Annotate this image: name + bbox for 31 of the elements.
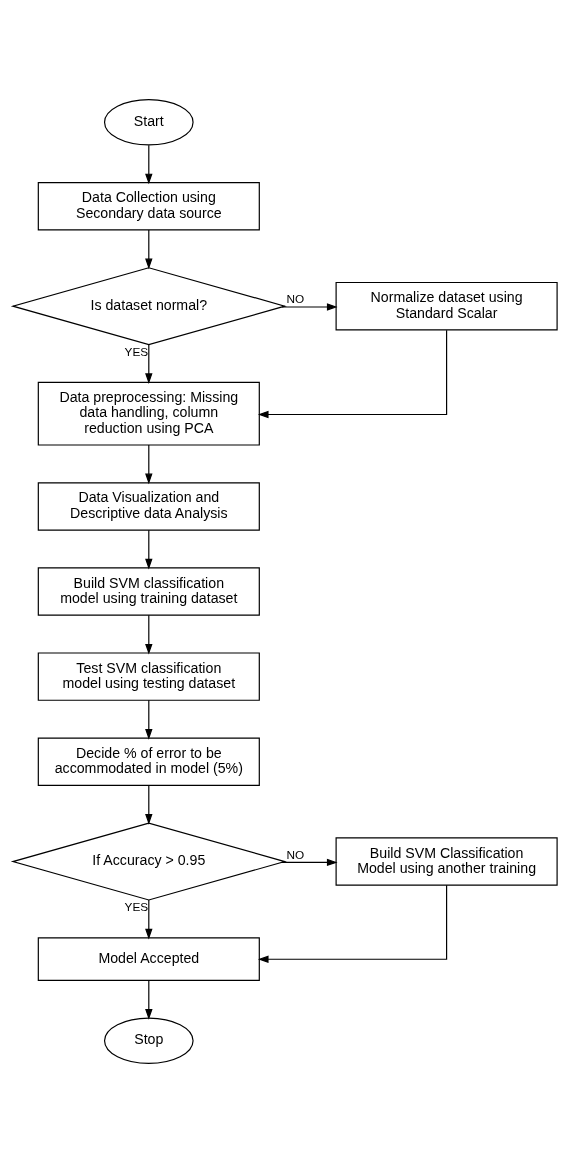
edge-label: YES xyxy=(124,344,149,359)
arrow xyxy=(281,303,338,311)
arrow xyxy=(145,529,153,570)
arrow xyxy=(145,899,153,940)
node-box: Build SVM Classification Model using another training xyxy=(335,837,558,886)
edge-label: NO xyxy=(286,292,305,307)
arrow xyxy=(257,884,448,963)
edge-label: NO xyxy=(286,847,305,862)
node-diamond: Is dataset normal? xyxy=(10,267,287,346)
node-box: Model Accepted xyxy=(37,937,260,981)
arrow xyxy=(281,858,338,867)
node-ellipse: Stop xyxy=(103,1017,194,1064)
arrow xyxy=(257,329,448,419)
node-box: Test SVM classification model using testing dataset xyxy=(37,652,260,701)
node-box: Decide % of error to be accommodated in model (5%) xyxy=(37,737,260,786)
node-box: Build SVM classification model using training dataset xyxy=(37,567,260,616)
arrow xyxy=(145,344,153,384)
arrow xyxy=(145,614,153,655)
arrow xyxy=(145,979,153,1020)
arrow xyxy=(145,699,153,740)
edge-label: YES xyxy=(124,900,149,915)
node-ellipse: Start xyxy=(103,99,194,146)
node-box: Normalize dataset using Standard Scalar xyxy=(335,281,558,331)
node-box: Data Visualization and Descriptive data Analysis xyxy=(37,482,260,531)
arrow xyxy=(145,444,153,485)
node-box: Data Collection using Secondary data source xyxy=(37,182,260,231)
arrow xyxy=(145,784,153,825)
node-box: Data preprocessing: Missing data handling, column reduction using PCA xyxy=(37,381,260,446)
arrow xyxy=(145,144,153,185)
arrow xyxy=(145,229,153,270)
node-diamond: If Accuracy > 0.95 xyxy=(10,822,287,901)
